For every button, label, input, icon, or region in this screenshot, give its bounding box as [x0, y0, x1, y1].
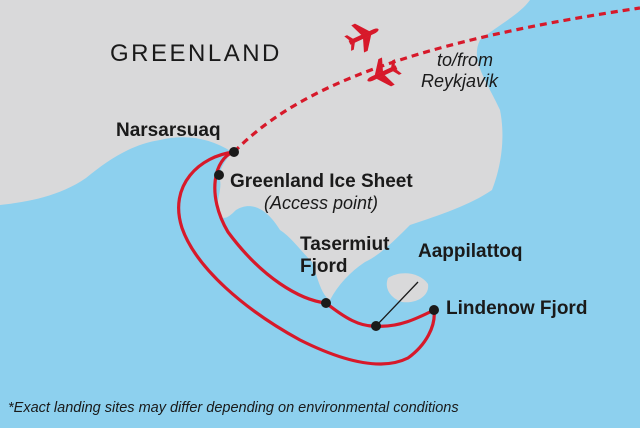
marker-ice-sheet	[214, 170, 224, 180]
label-ice-sheet: Greenland Ice Sheet	[230, 171, 413, 192]
marker-tasermiut	[321, 298, 331, 308]
marker-narsarsuaq	[229, 147, 239, 157]
greenland-landmass	[0, 0, 530, 300]
label-tasermiut: Tasermiut Fjord	[300, 234, 395, 277]
footnote: *Exact landing sites may differ dependin…	[8, 400, 459, 416]
island	[386, 273, 429, 303]
airplane-icon	[367, 57, 402, 87]
marker-aappilattoq	[371, 321, 381, 331]
label-ice-sheet-note: (Access point)	[264, 193, 378, 213]
flight-label: to/from Reykjavik	[421, 50, 499, 91]
map-title: GREENLAND	[110, 40, 282, 67]
aappilattoq-leader	[375, 281, 419, 327]
label-lindenow: Lindenow Fjord	[446, 298, 587, 319]
marker-lindenow	[429, 305, 439, 315]
label-narsarsuaq: Narsarsuaq	[116, 120, 221, 141]
flight-route	[232, 6, 640, 154]
label-aappilattoq: Aappilattoq	[418, 241, 523, 262]
cruise-route-outer	[177, 150, 436, 366]
cruise-route-inner	[213, 150, 435, 328]
airplane-icon	[344, 23, 379, 53]
